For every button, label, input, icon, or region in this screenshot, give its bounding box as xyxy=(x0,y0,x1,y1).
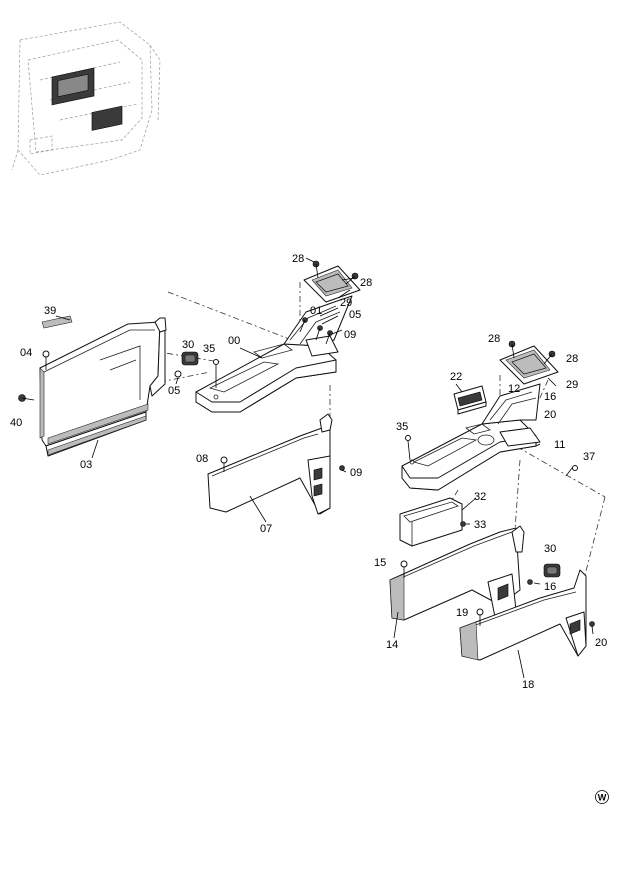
callout-05: 05 xyxy=(168,385,180,397)
callout-05: 05 xyxy=(349,309,361,321)
callout-15: 15 xyxy=(374,557,386,569)
cab-locator-thumbnail xyxy=(11,21,161,176)
part-05-screw-upper xyxy=(315,325,323,341)
part-09-screw-lower xyxy=(339,465,345,471)
part-18-lower-cover xyxy=(459,569,587,661)
callout-28: 28 xyxy=(566,353,578,365)
part-03-side-cover xyxy=(39,317,167,457)
part-32-tray xyxy=(399,497,463,547)
part-39-label-plate xyxy=(41,315,73,329)
callout-labels: 28 28 29 01 05 09 00 39 04 30 35 05 40 0… xyxy=(10,253,607,691)
callout-30: 30 xyxy=(182,339,194,351)
watermark-letter: W xyxy=(598,793,607,803)
callout-19: 19 xyxy=(456,607,468,619)
callout-35: 35 xyxy=(203,343,215,355)
part-28-screw-right-a xyxy=(508,340,516,359)
callout-04: 04 xyxy=(20,347,32,359)
callout-20: 20 xyxy=(595,637,607,649)
part-28-screw-right-b xyxy=(543,350,556,365)
part-09-screw-upper xyxy=(325,330,333,345)
callout-16: 16 xyxy=(544,581,556,593)
watermark-badge: W xyxy=(595,790,609,804)
callout-09: 09 xyxy=(350,467,362,479)
part-16-screw-lower xyxy=(527,579,533,585)
part-04-clip xyxy=(42,350,50,370)
callout-28: 28 xyxy=(292,253,304,265)
callout-32: 32 xyxy=(474,491,486,503)
callout-22: 22 xyxy=(450,371,462,383)
part-01-screw xyxy=(299,317,308,333)
callout-28: 28 xyxy=(488,333,500,345)
part-05-clip-left xyxy=(174,370,182,378)
part-19-clip xyxy=(476,608,484,626)
callout-37: 37 xyxy=(583,451,595,463)
part-00-console-top xyxy=(195,295,353,413)
callout-03: 03 xyxy=(80,459,92,471)
part-20-screw-lower xyxy=(589,621,595,627)
part-33-screw xyxy=(460,521,466,527)
part-22-switch-box xyxy=(453,385,487,415)
callout-16: 16 xyxy=(544,391,556,403)
part-37-clip xyxy=(572,465,578,471)
callout-08: 08 xyxy=(196,453,208,465)
part-30-grommet-left xyxy=(181,351,199,366)
callout-07: 07 xyxy=(260,523,272,535)
part-07-lower-cover xyxy=(207,413,333,515)
part-14-front-cover xyxy=(389,525,525,623)
part-35-pin-right xyxy=(405,435,411,461)
callout-35: 35 xyxy=(396,421,408,433)
callout-12: 12 xyxy=(508,383,520,395)
callout-30: 30 xyxy=(544,543,556,555)
callout-01: 01 xyxy=(310,305,322,317)
part-28-screw-left-a xyxy=(312,260,320,279)
part-30-grommet-right xyxy=(543,563,561,578)
callout-28: 28 xyxy=(360,277,372,289)
leader-lines xyxy=(55,257,594,679)
callout-18: 18 xyxy=(522,679,534,691)
part-08-clip xyxy=(220,456,228,472)
part-15-clip xyxy=(400,560,408,578)
callout-29: 29 xyxy=(566,379,578,391)
callout-00: 00 xyxy=(228,335,240,347)
part-35-pin-left xyxy=(213,359,219,388)
callout-33: 33 xyxy=(474,519,486,531)
part-28-screw-left-b xyxy=(345,272,359,285)
callout-14: 14 xyxy=(386,639,398,651)
callout-40: 40 xyxy=(10,417,22,429)
callout-39: 39 xyxy=(44,305,56,317)
callout-09: 09 xyxy=(344,329,356,341)
part-11-console-top xyxy=(401,383,541,491)
callout-11: 11 xyxy=(554,439,565,451)
callout-29: 29 xyxy=(340,297,352,309)
part-40-screw xyxy=(18,394,35,402)
callout-20: 20 xyxy=(544,409,556,421)
part-29-top-plate-right xyxy=(499,345,559,385)
